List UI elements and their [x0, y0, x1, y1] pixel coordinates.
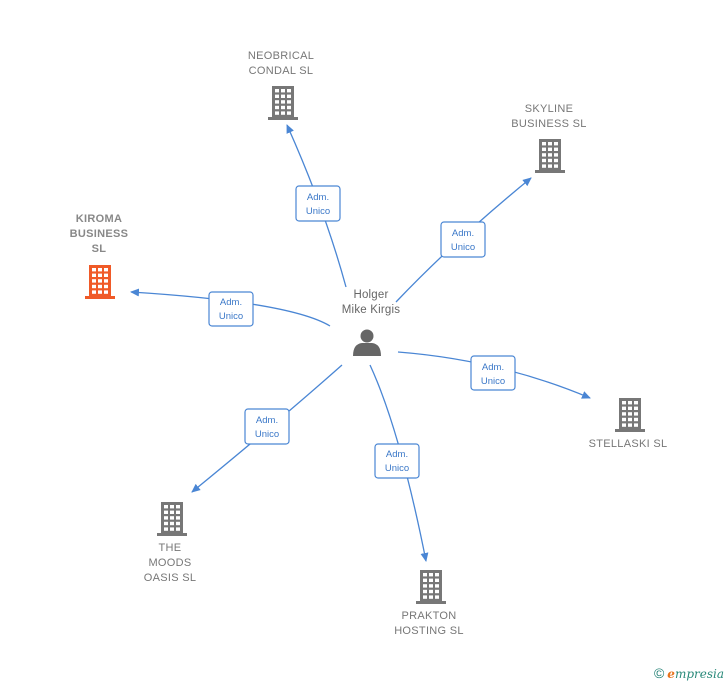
brand-logo-text: mpresia: [674, 667, 724, 681]
company-label-kiroma[interactable]: KIROMA BUSINESS SL: [69, 213, 129, 255]
building-icon[interactable]: [85, 265, 115, 299]
building-icon[interactable]: [615, 398, 645, 432]
role-box-skyline[interactable]: Adm. Unico: [440, 221, 486, 258]
role-line-1: Adm.: [256, 415, 278, 426]
edge-kiroma: [130, 288, 331, 327]
role-line-1: Adm.: [452, 228, 474, 239]
person-icon[interactable]: [353, 329, 381, 357]
brand-logo-e: e: [667, 667, 675, 681]
company-label-prakton[interactable]: PRAKTON HOSTING SL: [394, 610, 464, 637]
role-box-prakton[interactable]: Adm. Unico: [374, 443, 420, 479]
role-line-2: Unico: [306, 206, 330, 217]
role-line-2: Unico: [255, 429, 279, 440]
role-box-neobrical[interactable]: Adm. Unico: [295, 185, 341, 222]
role-box-stellaski[interactable]: Adm. Unico: [470, 355, 516, 391]
company-label-neobrical[interactable]: NEOBRICAL CONDAL SL: [247, 50, 315, 77]
role-box-kiroma[interactable]: Adm. Unico: [208, 291, 254, 327]
role-line-2: Unico: [481, 376, 505, 387]
role-box-themoods[interactable]: Adm. Unico: [244, 408, 290, 445]
person-name[interactable]: Holger Mike Kirgis: [341, 289, 401, 316]
company-label-themoods[interactable]: THE MOODS OASIS SL: [143, 542, 197, 584]
building-icon[interactable]: [535, 139, 565, 173]
role-line-2: Unico: [451, 242, 475, 253]
building-icon[interactable]: [157, 502, 187, 536]
company-label-stellaski[interactable]: STELLASKI SL: [588, 438, 668, 450]
company-label-skyline[interactable]: SKYLINE BUSINESS SL: [511, 103, 587, 130]
role-line-1: Adm.: [220, 297, 242, 308]
role-line-2: Unico: [219, 311, 243, 322]
role-line-2: Unico: [385, 463, 409, 474]
building-icon[interactable]: [268, 86, 298, 120]
copyright-symbol: ©: [653, 665, 665, 681]
role-line-1: Adm.: [386, 449, 408, 460]
building-icon[interactable]: [416, 570, 446, 604]
role-line-1: Adm.: [482, 362, 504, 373]
brand-footer: ©empresia: [654, 665, 724, 681]
role-line-1: Adm.: [307, 192, 329, 203]
